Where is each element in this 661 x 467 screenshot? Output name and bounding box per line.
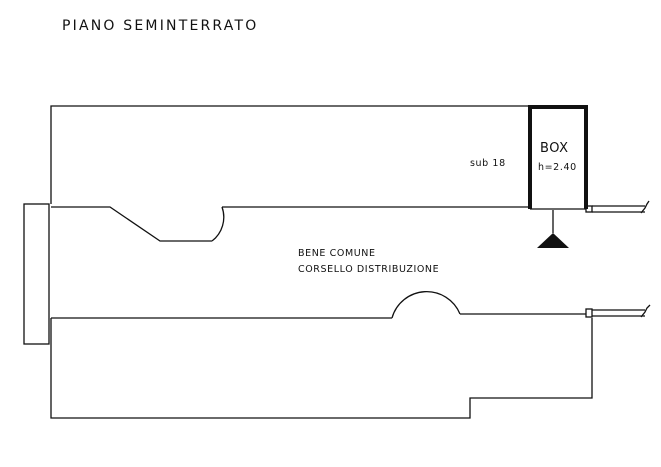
sub-label: sub 18 bbox=[470, 158, 506, 169]
box-height-label: h=2.40 bbox=[538, 162, 577, 173]
box-door-jamb bbox=[585, 205, 593, 213]
box-garage-walls bbox=[528, 105, 588, 209]
common-area-line2: CORSELLO DISTRIBUZIONE bbox=[298, 264, 439, 275]
upper-right-wall bbox=[592, 200, 650, 214]
lower-right-wall bbox=[592, 304, 651, 318]
lower-room-wall bbox=[50, 291, 593, 419]
level-marker-icon bbox=[537, 233, 569, 248]
floor-title: PIANO SEMINTERRATO bbox=[62, 18, 258, 34]
common-area-line1: BENE COMUNE bbox=[298, 248, 376, 259]
entrance-block bbox=[23, 203, 50, 345]
upper-room-wall bbox=[50, 105, 530, 242]
lower-door-jamb bbox=[585, 308, 593, 318]
box-label: BOX bbox=[540, 141, 569, 156]
